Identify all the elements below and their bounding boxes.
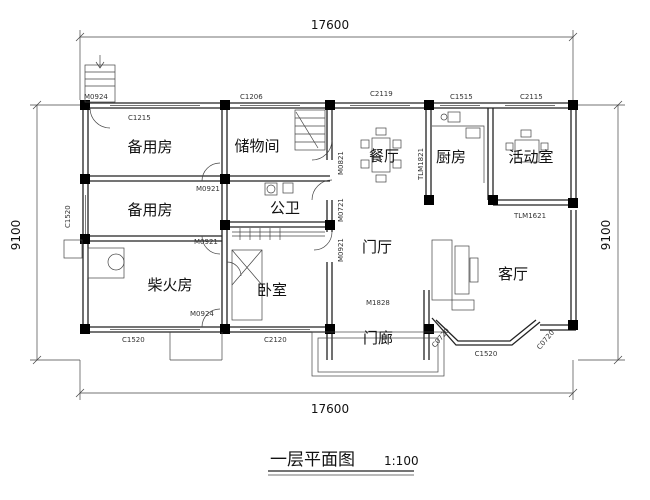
door-swings <box>89 107 333 328</box>
dim-right: 9100 <box>599 220 613 251</box>
code-m0921-c: M0921 <box>337 238 345 262</box>
code-c1520-left: C1520 <box>64 205 72 228</box>
interior-walls <box>88 108 571 360</box>
code-m0921-b: M0921 <box>194 238 218 246</box>
room-label-public-wc: 公卫 <box>270 199 300 217</box>
code-c2119: C2119 <box>370 90 393 98</box>
living-sofa <box>431 239 479 311</box>
room-label-storage: 储物间 <box>234 137 279 155</box>
wc-fixtures <box>232 182 325 240</box>
firewood-stove <box>63 239 125 279</box>
code-m0924-top: M0924 <box>84 93 108 101</box>
code-c0720-b: C0720 <box>535 329 556 352</box>
activity-table <box>505 129 549 163</box>
room-label-living: 客厅 <box>498 265 528 283</box>
code-c1520-bay: C1520 <box>475 350 498 358</box>
room-label-foyer: 门厅 <box>362 238 392 256</box>
porch-outline <box>169 331 445 377</box>
code-tlm1821: TLM1821 <box>417 148 425 181</box>
room-label-porch: 门廊 <box>363 329 393 347</box>
code-m0924-bottom: M0924 <box>190 310 214 318</box>
structural-columns <box>80 100 578 334</box>
code-c1215: C1215 <box>128 114 151 122</box>
room-label-spare-room-2: 备用房 <box>127 201 172 219</box>
code-m0721: M0721 <box>337 198 345 222</box>
room-label-activity: 活动室 <box>508 148 553 166</box>
code-c1520-bottom-left: C1520 <box>122 336 145 344</box>
interior-stair <box>294 109 326 151</box>
dimension-lines <box>30 30 625 400</box>
room-label-kitchen: 厨房 <box>436 148 466 166</box>
code-m0921-a: M0921 <box>196 185 220 193</box>
code-c1515: C1515 <box>450 93 473 101</box>
code-tlm1621: TLM1621 <box>513 212 546 220</box>
dining-table <box>360 127 402 183</box>
external-stair <box>84 55 116 103</box>
code-c2115: C2115 <box>520 93 543 101</box>
bedroom-furniture <box>231 249 263 321</box>
code-c1206: C1206 <box>240 93 263 101</box>
code-m0821: M0821 <box>337 151 345 175</box>
dim-top: 17600 <box>311 18 349 32</box>
windows-top <box>85 105 555 330</box>
plan-title: 一层平面图 <box>270 450 355 470</box>
room-label-dining: 餐厅 <box>369 147 399 165</box>
code-c2120: C2120 <box>264 336 287 344</box>
plan-scale: 1:100 <box>384 454 419 468</box>
room-label-firewood: 柴火房 <box>147 276 192 294</box>
bay-window <box>431 317 541 346</box>
room-label-spare-room-1: 备用房 <box>127 138 172 156</box>
kitchen-counter <box>432 111 485 183</box>
dim-bottom: 17600 <box>311 402 349 416</box>
room-label-bedroom: 卧室 <box>257 281 287 299</box>
dim-left: 9100 <box>9 220 23 251</box>
code-m1828: M1828 <box>366 299 390 307</box>
